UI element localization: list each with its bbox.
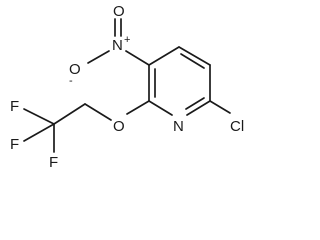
- nitro-group: [87, 18, 150, 66]
- bond-c6-n1: [186, 100, 211, 116]
- bond-c4-c5: [178, 46, 211, 66]
- nitro-o-negative-charge: -: [69, 75, 73, 87]
- bond-c3-c4: [148, 46, 180, 66]
- bond-cf3-f2: [23, 123, 55, 142]
- molecule-structure: O N + O - N Cl O F F F: [10, 3, 244, 171]
- bond-c6-n1-inner: [185, 97, 205, 110]
- nitro-n-positive-charge: +: [124, 34, 130, 46]
- bond-c3-nitro-n: [125, 50, 150, 66]
- bond-c6-cl: [209, 100, 231, 114]
- bond-nitro-n-o-left: [87, 50, 110, 64]
- atom-label-fluorine-3: F: [49, 154, 58, 171]
- atom-label-nitro-n: N: [112, 37, 123, 54]
- atom-label-fluorine-1: F: [10, 98, 19, 115]
- bond-c4-c5-inner: [180, 53, 205, 69]
- bond-n1-c2: [148, 100, 173, 116]
- pyridine-ring: [148, 46, 211, 116]
- bond-cf3-f1: [23, 108, 55, 125]
- bond-ch2-cf3: [53, 103, 86, 125]
- atom-label-nitro-o-top: O: [113, 3, 125, 20]
- bond-c2-ether-o: [126, 100, 150, 115]
- atom-label-ring-n: N: [173, 118, 184, 135]
- bond-ether-o-ch2: [84, 103, 112, 121]
- atom-label-fluorine-2: F: [10, 136, 19, 153]
- atom-label-ether-o: O: [113, 118, 125, 135]
- atom-label-nitro-o-left: O: [69, 61, 81, 78]
- atom-label-chlorine: Cl: [230, 118, 244, 135]
